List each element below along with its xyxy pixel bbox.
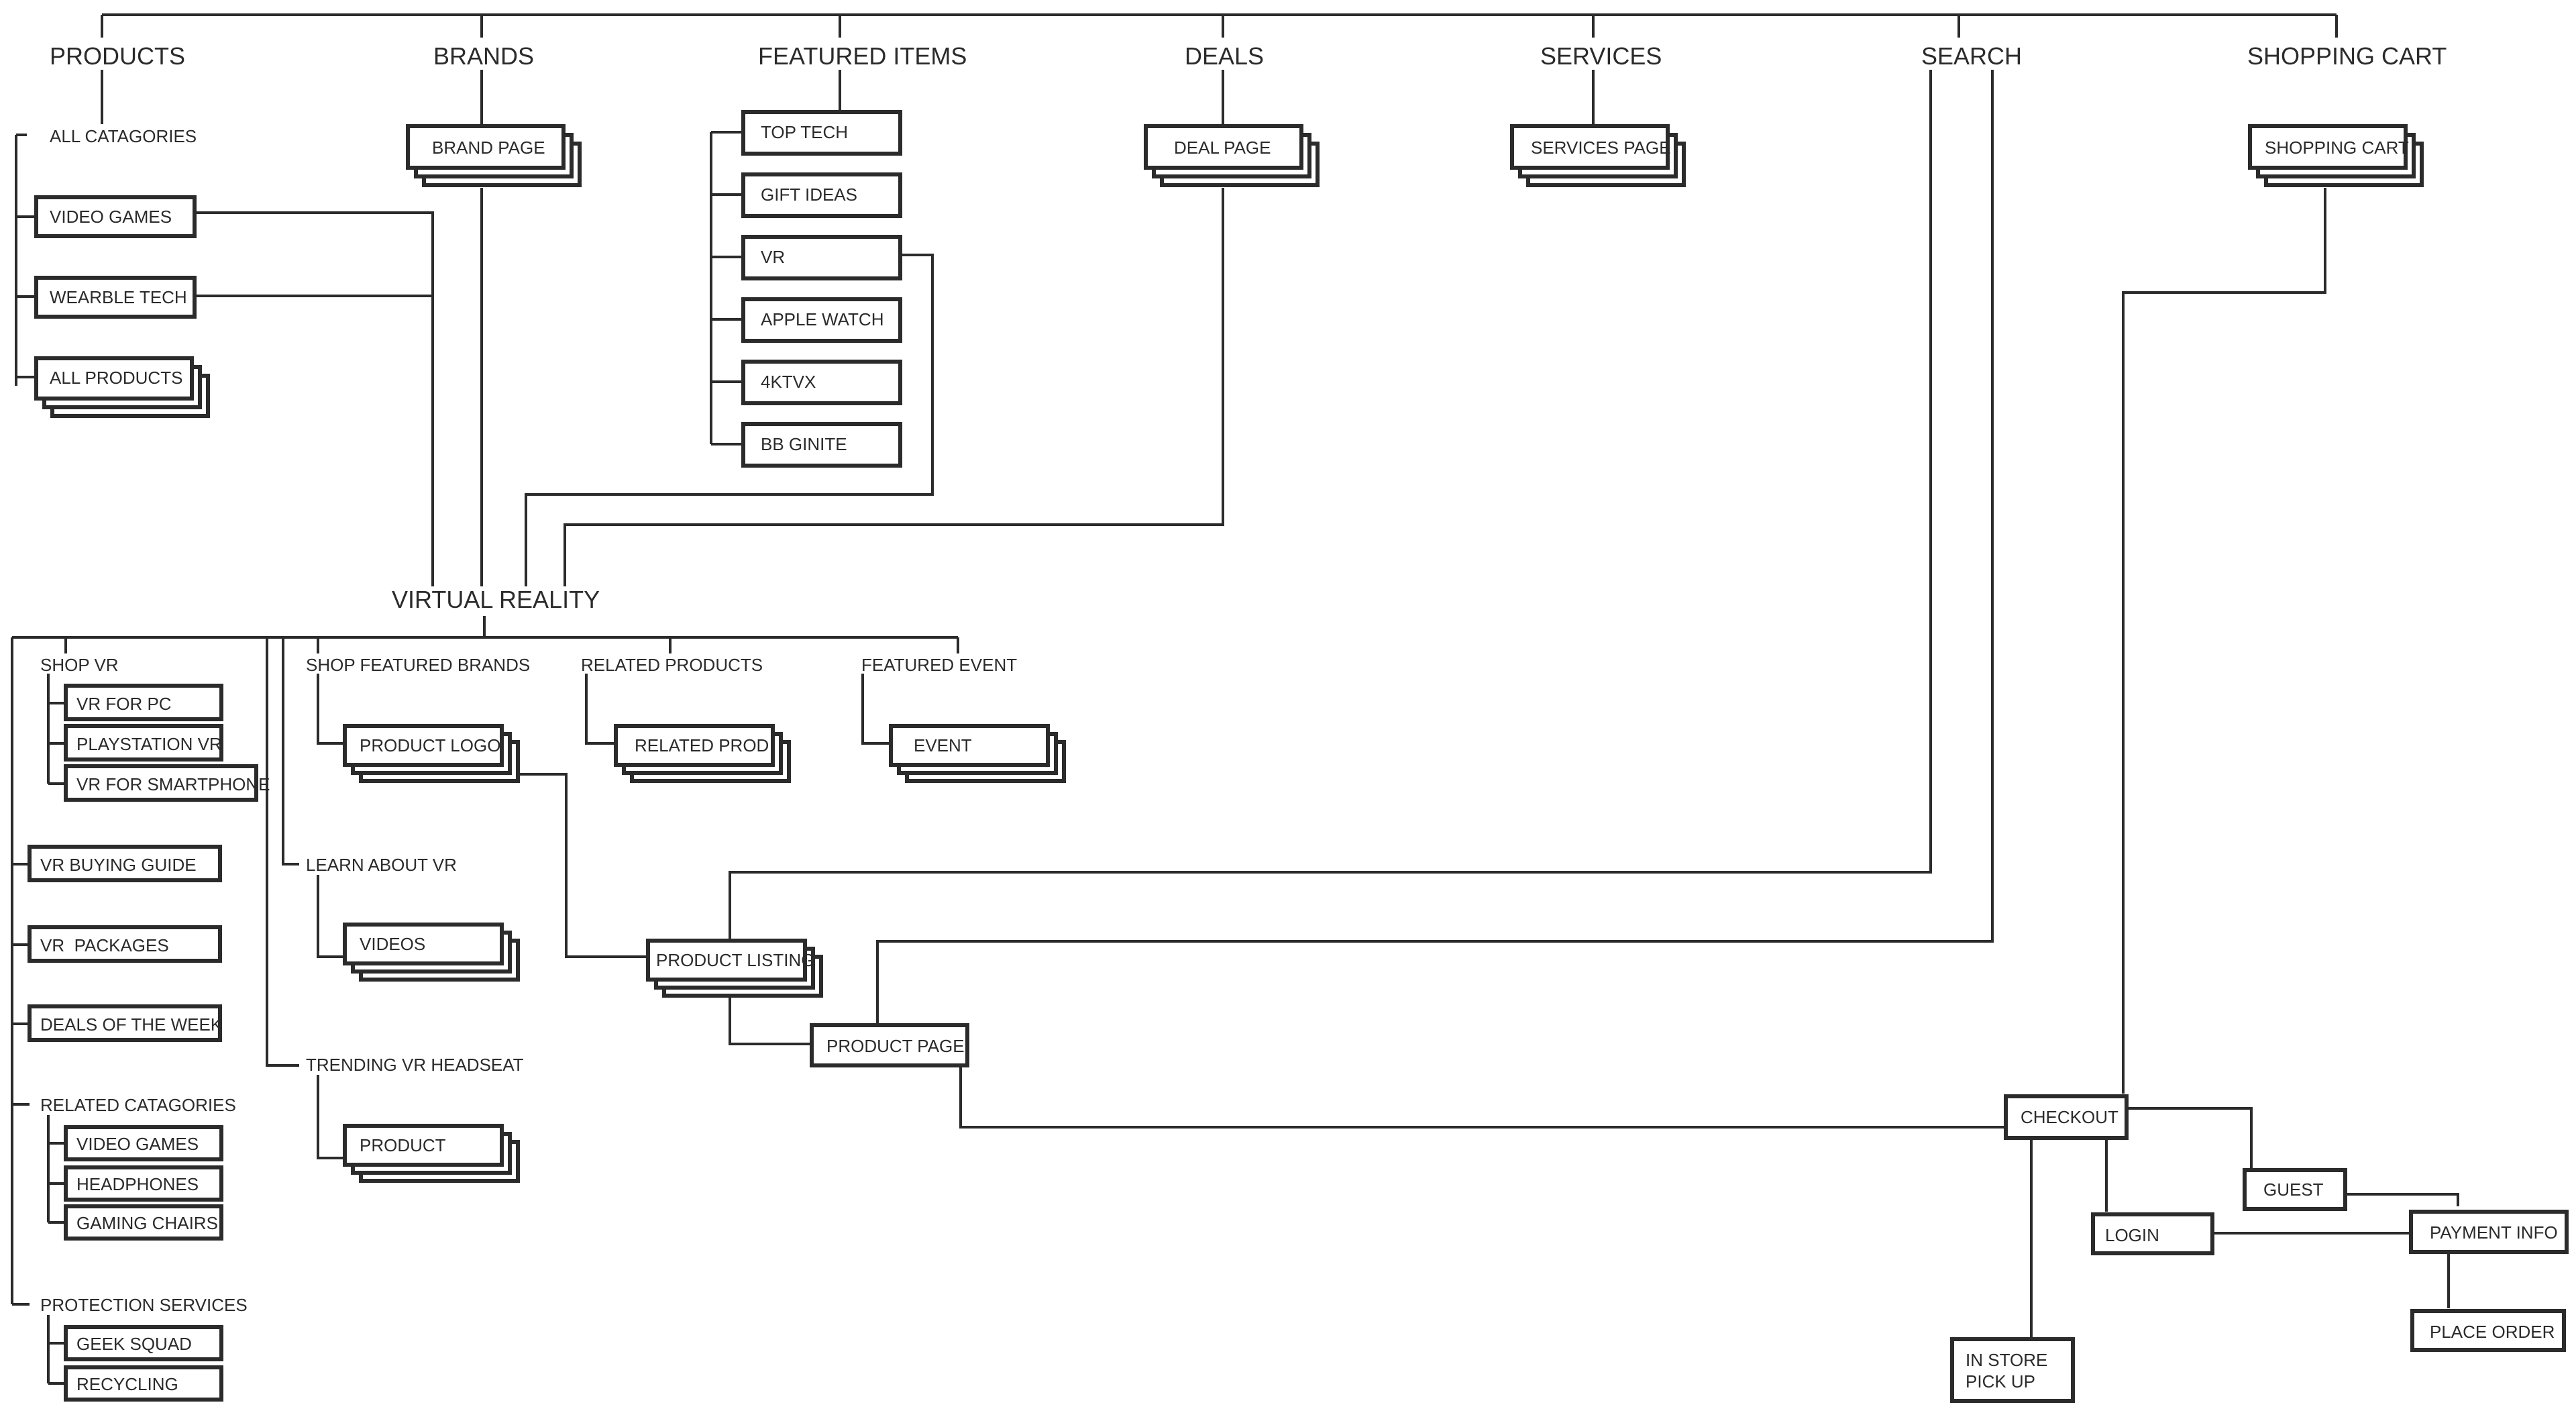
login-label: LOGIN xyxy=(2105,1225,2159,1245)
products-wearable-tech-node[interactable]: WEARBLE TECH xyxy=(34,276,197,319)
product-page-label: PRODUCT PAGE xyxy=(826,1036,965,1056)
guest-node[interactable]: GUEST xyxy=(2243,1168,2347,1211)
nav-products-heading[interactable]: PRODUCTS xyxy=(50,42,185,70)
vr-trending-headset-label: TRENDING VR HEADSEAT xyxy=(306,1055,524,1075)
featured-vr-node[interactable]: VR xyxy=(741,235,902,280)
featured-vr-label: VR xyxy=(761,247,785,267)
vr-protection-services-label: PROTECTION SERVICES xyxy=(40,1295,248,1315)
rc-headphones-node[interactable]: HEADPHONES xyxy=(64,1165,223,1202)
services-page-node[interactable]: SERVICES PAGE xyxy=(1510,124,1686,187)
vr-packages-node[interactable]: VR PACKAGES xyxy=(28,925,222,963)
shopping-cart-node[interactable]: SHOPPING CART xyxy=(2248,124,2424,187)
rc-gaming-chairs-node[interactable]: GAMING CHAIRS xyxy=(64,1204,223,1241)
recycling-node[interactable]: RECYCLING xyxy=(64,1365,223,1402)
products-video-games-label: VIDEO GAMES xyxy=(50,207,172,227)
nav-featured-items-heading[interactable]: FEATURED ITEMS xyxy=(758,42,967,70)
geek-squad-node[interactable]: GEEK SQUAD xyxy=(64,1325,223,1361)
vr-shop-featured-brands-label: SHOP FEATURED BRANDS xyxy=(306,655,530,675)
products-all-products-node[interactable]: ALL PRODUCTS xyxy=(34,356,210,418)
featured-bb-ginite-label: BB GINITE xyxy=(761,434,847,454)
featured-top-tech-node[interactable]: TOP TECH xyxy=(741,110,902,156)
featured-top-tech-label: TOP TECH xyxy=(761,122,848,142)
vr-smartphone-label: VR FOR SMARTPHONE xyxy=(76,774,270,794)
vr-for-pc-node[interactable]: VR FOR PC xyxy=(64,684,223,721)
vr-related-products-label: RELATED PRODUCTS xyxy=(581,655,763,675)
event-node[interactable]: EVENT xyxy=(889,724,1066,783)
vr-deals-of-week-label: DEALS OF THE WEEK xyxy=(40,1014,223,1035)
product-listing-label: PRODUCT LISTING xyxy=(656,950,814,970)
deal-page-node[interactable]: DEAL PAGE xyxy=(1144,124,1320,187)
brand-page-label: BRAND PAGE xyxy=(432,138,545,158)
featured-apple-watch-label: APPLE WATCH xyxy=(761,309,883,329)
product-page-node[interactable]: PRODUCT PAGE xyxy=(810,1023,969,1067)
place-order-node[interactable]: PLACE ORDER xyxy=(2410,1309,2566,1352)
nav-services-heading[interactable]: SERVICES xyxy=(1540,42,1662,70)
rc-video-games-node[interactable]: VIDEO GAMES xyxy=(64,1125,223,1161)
connector-lines xyxy=(11,13,2459,1385)
payment-info-node[interactable]: PAYMENT INFO xyxy=(2409,1210,2569,1254)
featured-gift-ideas-label: GIFT IDEAS xyxy=(761,185,857,205)
vr-packages-label: VR PACKAGES xyxy=(40,935,169,955)
related-prod-node[interactable]: RELATED PROD xyxy=(614,724,791,783)
shopping-cart-label: SHOPPING CART xyxy=(2265,138,2409,158)
featured-4ktvx-label: 4KTVX xyxy=(761,372,816,392)
checkout-node[interactable]: CHECKOUT xyxy=(2004,1094,2129,1140)
featured-bb-ginite-node[interactable]: BB GINITE xyxy=(741,422,902,468)
products-video-games-node[interactable]: VIDEO GAMES xyxy=(34,195,197,238)
nav-search-heading[interactable]: SEARCH xyxy=(1921,42,2022,70)
vr-buying-guide-node[interactable]: VR BUYING GUIDE xyxy=(28,845,222,882)
event-label: EVENT xyxy=(914,735,972,755)
rc-gaming-chairs-label: GAMING CHAIRS xyxy=(76,1213,218,1233)
in-store-pickup-node[interactable]: IN STORE PICK UP xyxy=(1950,1337,2075,1403)
featured-gift-ideas-node[interactable]: GIFT IDEAS xyxy=(741,172,902,218)
payment-info-label: PAYMENT INFO xyxy=(2430,1222,2558,1243)
vr-for-pc-label: VR FOR PC xyxy=(76,694,172,714)
vr-featured-event-label: FEATURED EVENT xyxy=(861,655,1017,675)
vr-deals-of-week-node[interactable]: DEALS OF THE WEEK xyxy=(28,1004,223,1042)
nav-brands-heading[interactable]: BRANDS xyxy=(433,42,534,70)
vr-playstation-node[interactable]: PLAYSTATION VR xyxy=(64,724,223,762)
deal-page-label: DEAL PAGE xyxy=(1174,138,1271,158)
vr-smartphone-node[interactable]: VR FOR SMARTPHONE xyxy=(64,764,270,802)
brand-page-node[interactable]: BRAND PAGE xyxy=(406,124,582,187)
product-listing-node[interactable]: PRODUCT LISTING xyxy=(646,939,823,998)
related-prod-label: RELATED PROD xyxy=(635,735,769,755)
vr-playstation-label: PLAYSTATION VR xyxy=(76,734,222,754)
recycling-label: RECYCLING xyxy=(76,1374,178,1394)
vr-shop-vr-label: SHOP VR xyxy=(40,655,119,675)
rc-headphones-label: HEADPHONES xyxy=(76,1174,199,1194)
vr-hub-title[interactable]: VIRTUAL REALITY xyxy=(392,586,600,613)
vr-learn-about-label: LEARN ABOUT VR xyxy=(306,855,457,875)
login-node[interactable]: LOGIN xyxy=(2091,1212,2214,1255)
nav-shopping-cart-heading[interactable]: SHOPPING CART xyxy=(2247,42,2447,70)
videos-node[interactable]: VIDEOS xyxy=(343,923,520,982)
trending-product-label: PRODUCT xyxy=(360,1135,446,1155)
featured-apple-watch-node[interactable]: APPLE WATCH xyxy=(741,297,902,343)
featured-4ktvx-node[interactable]: 4KTVX xyxy=(741,360,902,405)
checkout-label: CHECKOUT xyxy=(2021,1107,2118,1127)
videos-label: VIDEOS xyxy=(360,934,425,954)
product-logo-node[interactable]: PRODUCT LOGO xyxy=(343,724,520,783)
products-wearable-tech-label: WEARBLE TECH xyxy=(50,287,187,307)
product-logo-label: PRODUCT LOGO xyxy=(360,735,500,755)
services-page-label: SERVICES PAGE xyxy=(1531,138,1671,158)
guest-label: GUEST xyxy=(2263,1179,2324,1200)
geek-squad-label: GEEK SQUAD xyxy=(76,1334,192,1354)
products-all-products-label: ALL PRODUCTS xyxy=(50,368,182,388)
rc-video-games-label: VIDEO GAMES xyxy=(76,1134,199,1154)
in-store-line2-label: PICK UP xyxy=(1966,1371,2035,1392)
in-store-line1-label: IN STORE xyxy=(1966,1350,2047,1370)
vr-related-categories-label: RELATED CATAGORIES xyxy=(40,1095,236,1115)
trending-product-node[interactable]: PRODUCT xyxy=(343,1124,520,1183)
place-order-label: PLACE ORDER xyxy=(2430,1322,2555,1342)
nav-deals-heading[interactable]: DEALS xyxy=(1185,42,1264,70)
products-all-categories-label: ALL CATAGORIES xyxy=(50,126,197,146)
vr-buying-guide-label: VR BUYING GUIDE xyxy=(40,855,197,875)
